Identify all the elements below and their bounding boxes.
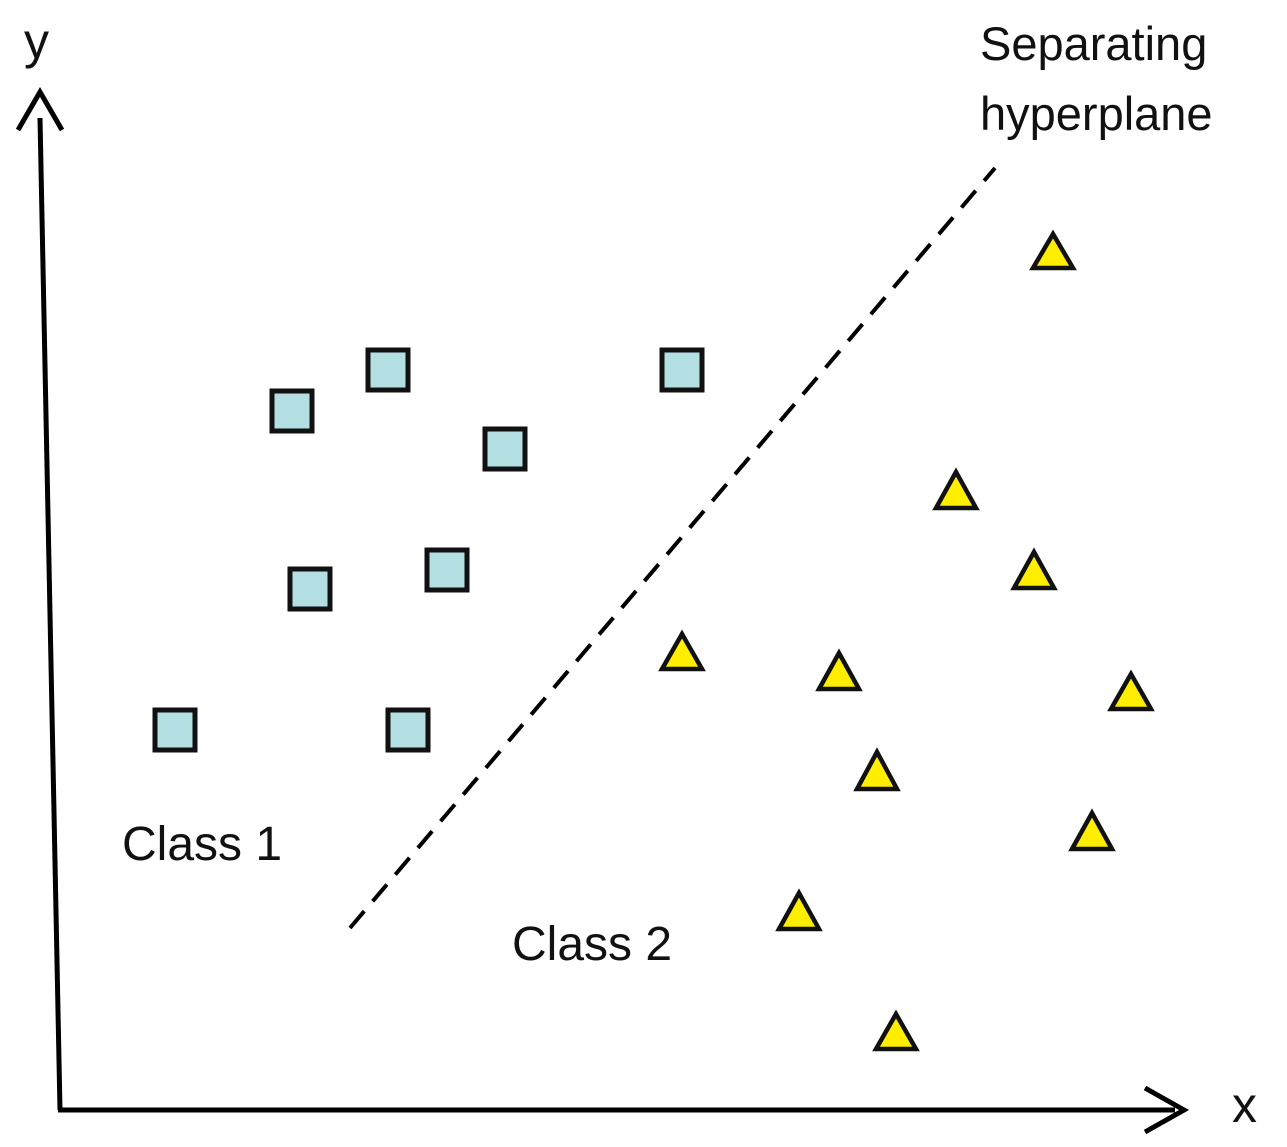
x-axis [58, 1085, 1190, 1135]
class-1-square [269, 388, 315, 434]
y-axis [15, 87, 65, 1111]
hyperplane-label-line1: Separating [980, 17, 1207, 70]
class-2-triangle [775, 888, 823, 932]
class-1-points [152, 347, 705, 753]
class-2-triangle [1010, 547, 1058, 591]
y-axis-arrowhead [15, 87, 65, 132]
class-2-triangle [853, 747, 901, 792]
class-2-triangle [1107, 669, 1155, 712]
separating-hyperplane-line [348, 166, 997, 930]
class-1-label: Class 1 [122, 818, 282, 871]
class-2-points [658, 229, 1155, 1052]
class-1-square [659, 347, 705, 393]
class-2-triangle [658, 629, 706, 672]
hyperplane-label-line2: hyperplane [980, 87, 1213, 140]
class-2-triangle [815, 648, 863, 692]
y-axis-label: y [24, 13, 49, 69]
class-2-triangle [1068, 808, 1116, 852]
class-2-triangle [872, 1009, 920, 1052]
x-axis-arrowhead [1143, 1085, 1190, 1135]
x-axis-label: x [1232, 1077, 1257, 1133]
class-1-square [365, 347, 411, 393]
class-2-triangle [932, 467, 980, 511]
class-2-triangle [1029, 229, 1077, 271]
class-1-square [287, 566, 333, 612]
class-1-square [424, 547, 470, 593]
class-2-label: Class 2 [512, 918, 672, 971]
class-1-square [482, 426, 528, 472]
class-1-square [385, 707, 431, 753]
class-1-square [152, 707, 198, 753]
